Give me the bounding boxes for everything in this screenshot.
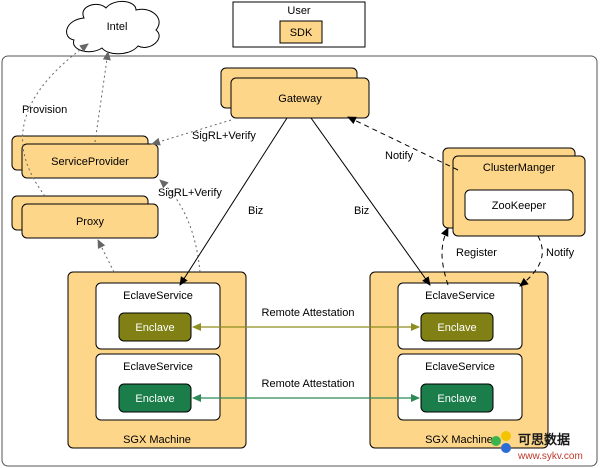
cloud-icon: [66, 1, 160, 55]
edge-biz-left: [179, 117, 288, 286]
label-biz-right: Biz: [354, 205, 369, 217]
label-remote-attestation-1: Remote Attestation: [262, 307, 355, 319]
enclave-service-right-2-label: EclaveService: [425, 361, 495, 373]
service-provider-box: [21, 143, 159, 179]
sgx-machine-left: SGX Machine EclaveService Enclave Eclave…: [67, 271, 247, 449]
edges: [22, 43, 543, 402]
watermark-dot-blue: [501, 443, 511, 453]
service-provider-label: ServiceProvider: [51, 156, 129, 168]
label-notify-top: Notify: [385, 150, 414, 162]
user-node: User SDK: [232, 1, 366, 48]
enclave-service-left-1-label: EclaveService: [123, 290, 193, 302]
enclave-service-right-1-label: EclaveService: [425, 290, 495, 302]
watermark-url: www.sykv.com: [517, 451, 583, 462]
gateway-node: Gateway: [220, 67, 370, 119]
watermark-brand: 可思数据: [518, 432, 570, 447]
label-provision: Provision: [22, 104, 67, 116]
gateway-label: Gateway: [278, 93, 322, 105]
enclave-left-2-label: Enclave: [135, 393, 174, 405]
label-sigrl-verify-bottom: SigRL+Verify: [158, 187, 222, 199]
enclave-right-2-label: Enclave: [437, 393, 476, 405]
zookeeper-box: [464, 189, 574, 221]
proxy-label: Proxy: [76, 216, 105, 228]
cloud-label: Intel: [107, 21, 128, 33]
edge-notify-bottom: [519, 235, 543, 287]
intel-cloud: Intel: [66, 1, 160, 55]
label-sigrl-verify-top: SigRL+Verify: [192, 130, 256, 142]
cluster-manager-node: ClusterManger ZooKeeper: [442, 147, 586, 237]
enclave-service-left-2-label: EclaveService: [123, 361, 193, 373]
label-remote-attestation-2: Remote Attestation: [262, 378, 355, 390]
sdk-box: [279, 20, 323, 44]
enclave-right-2: [420, 383, 494, 413]
edge-sp-to-intel: [94, 51, 111, 143]
label-notify-bottom: Notify: [546, 247, 575, 259]
enclave-left-2: [118, 383, 192, 413]
enclave-left-1: [118, 312, 192, 342]
service-provider-node: ServiceProvider: [11, 135, 159, 179]
label-biz-left: Biz: [248, 205, 263, 217]
cluster-manager-label: ClusterManger: [483, 162, 555, 174]
edge-machine-to-sp: [159, 179, 201, 273]
sgx-machine-left-label: SGX Machine: [123, 434, 191, 446]
watermark-dot-yellow: [501, 431, 511, 441]
edge-gateway-to-sp: [151, 119, 232, 146]
label-register: Register: [456, 247, 497, 259]
watermark-dot-green: [491, 436, 501, 446]
sgx-machine-right: SGX Machine EclaveService Enclave Eclave…: [369, 271, 549, 449]
enclave-right-1: [420, 312, 494, 342]
edge-biz-right: [310, 117, 431, 286]
proxy-node: Proxy: [11, 195, 159, 239]
system-boundary: [1, 55, 598, 467]
user-label: User: [287, 5, 311, 17]
enclave-right-1-label: Enclave: [437, 322, 476, 334]
watermark: 可思数据 www.sykv.com: [491, 431, 583, 462]
zookeeper-label: ZooKeeper: [492, 200, 547, 212]
edge-register: [440, 227, 449, 286]
edge-notify-top: [347, 116, 459, 171]
edge-labels: Provision SigRL+Verify SigRL+Verify Biz …: [22, 104, 575, 390]
sdk-label: SDK: [290, 27, 313, 39]
proxy-box: [21, 203, 159, 239]
edge-machine-to-proxy: [97, 239, 115, 273]
gateway-box: [230, 77, 370, 119]
sgx-machine-right-label: SGX Machine: [425, 434, 493, 446]
enclave-left-1-label: Enclave: [135, 322, 174, 334]
edge-provision: [22, 43, 89, 197]
